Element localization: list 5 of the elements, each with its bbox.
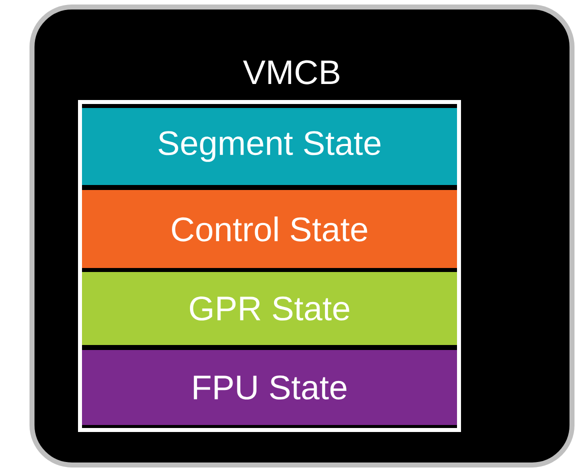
container-title: VMCB	[243, 60, 340, 84]
state-band: Segment State	[82, 108, 457, 185]
state-band: Control State	[82, 190, 457, 268]
state-band: FPU State	[82, 350, 457, 425]
state-band: GPR State	[82, 272, 457, 345]
